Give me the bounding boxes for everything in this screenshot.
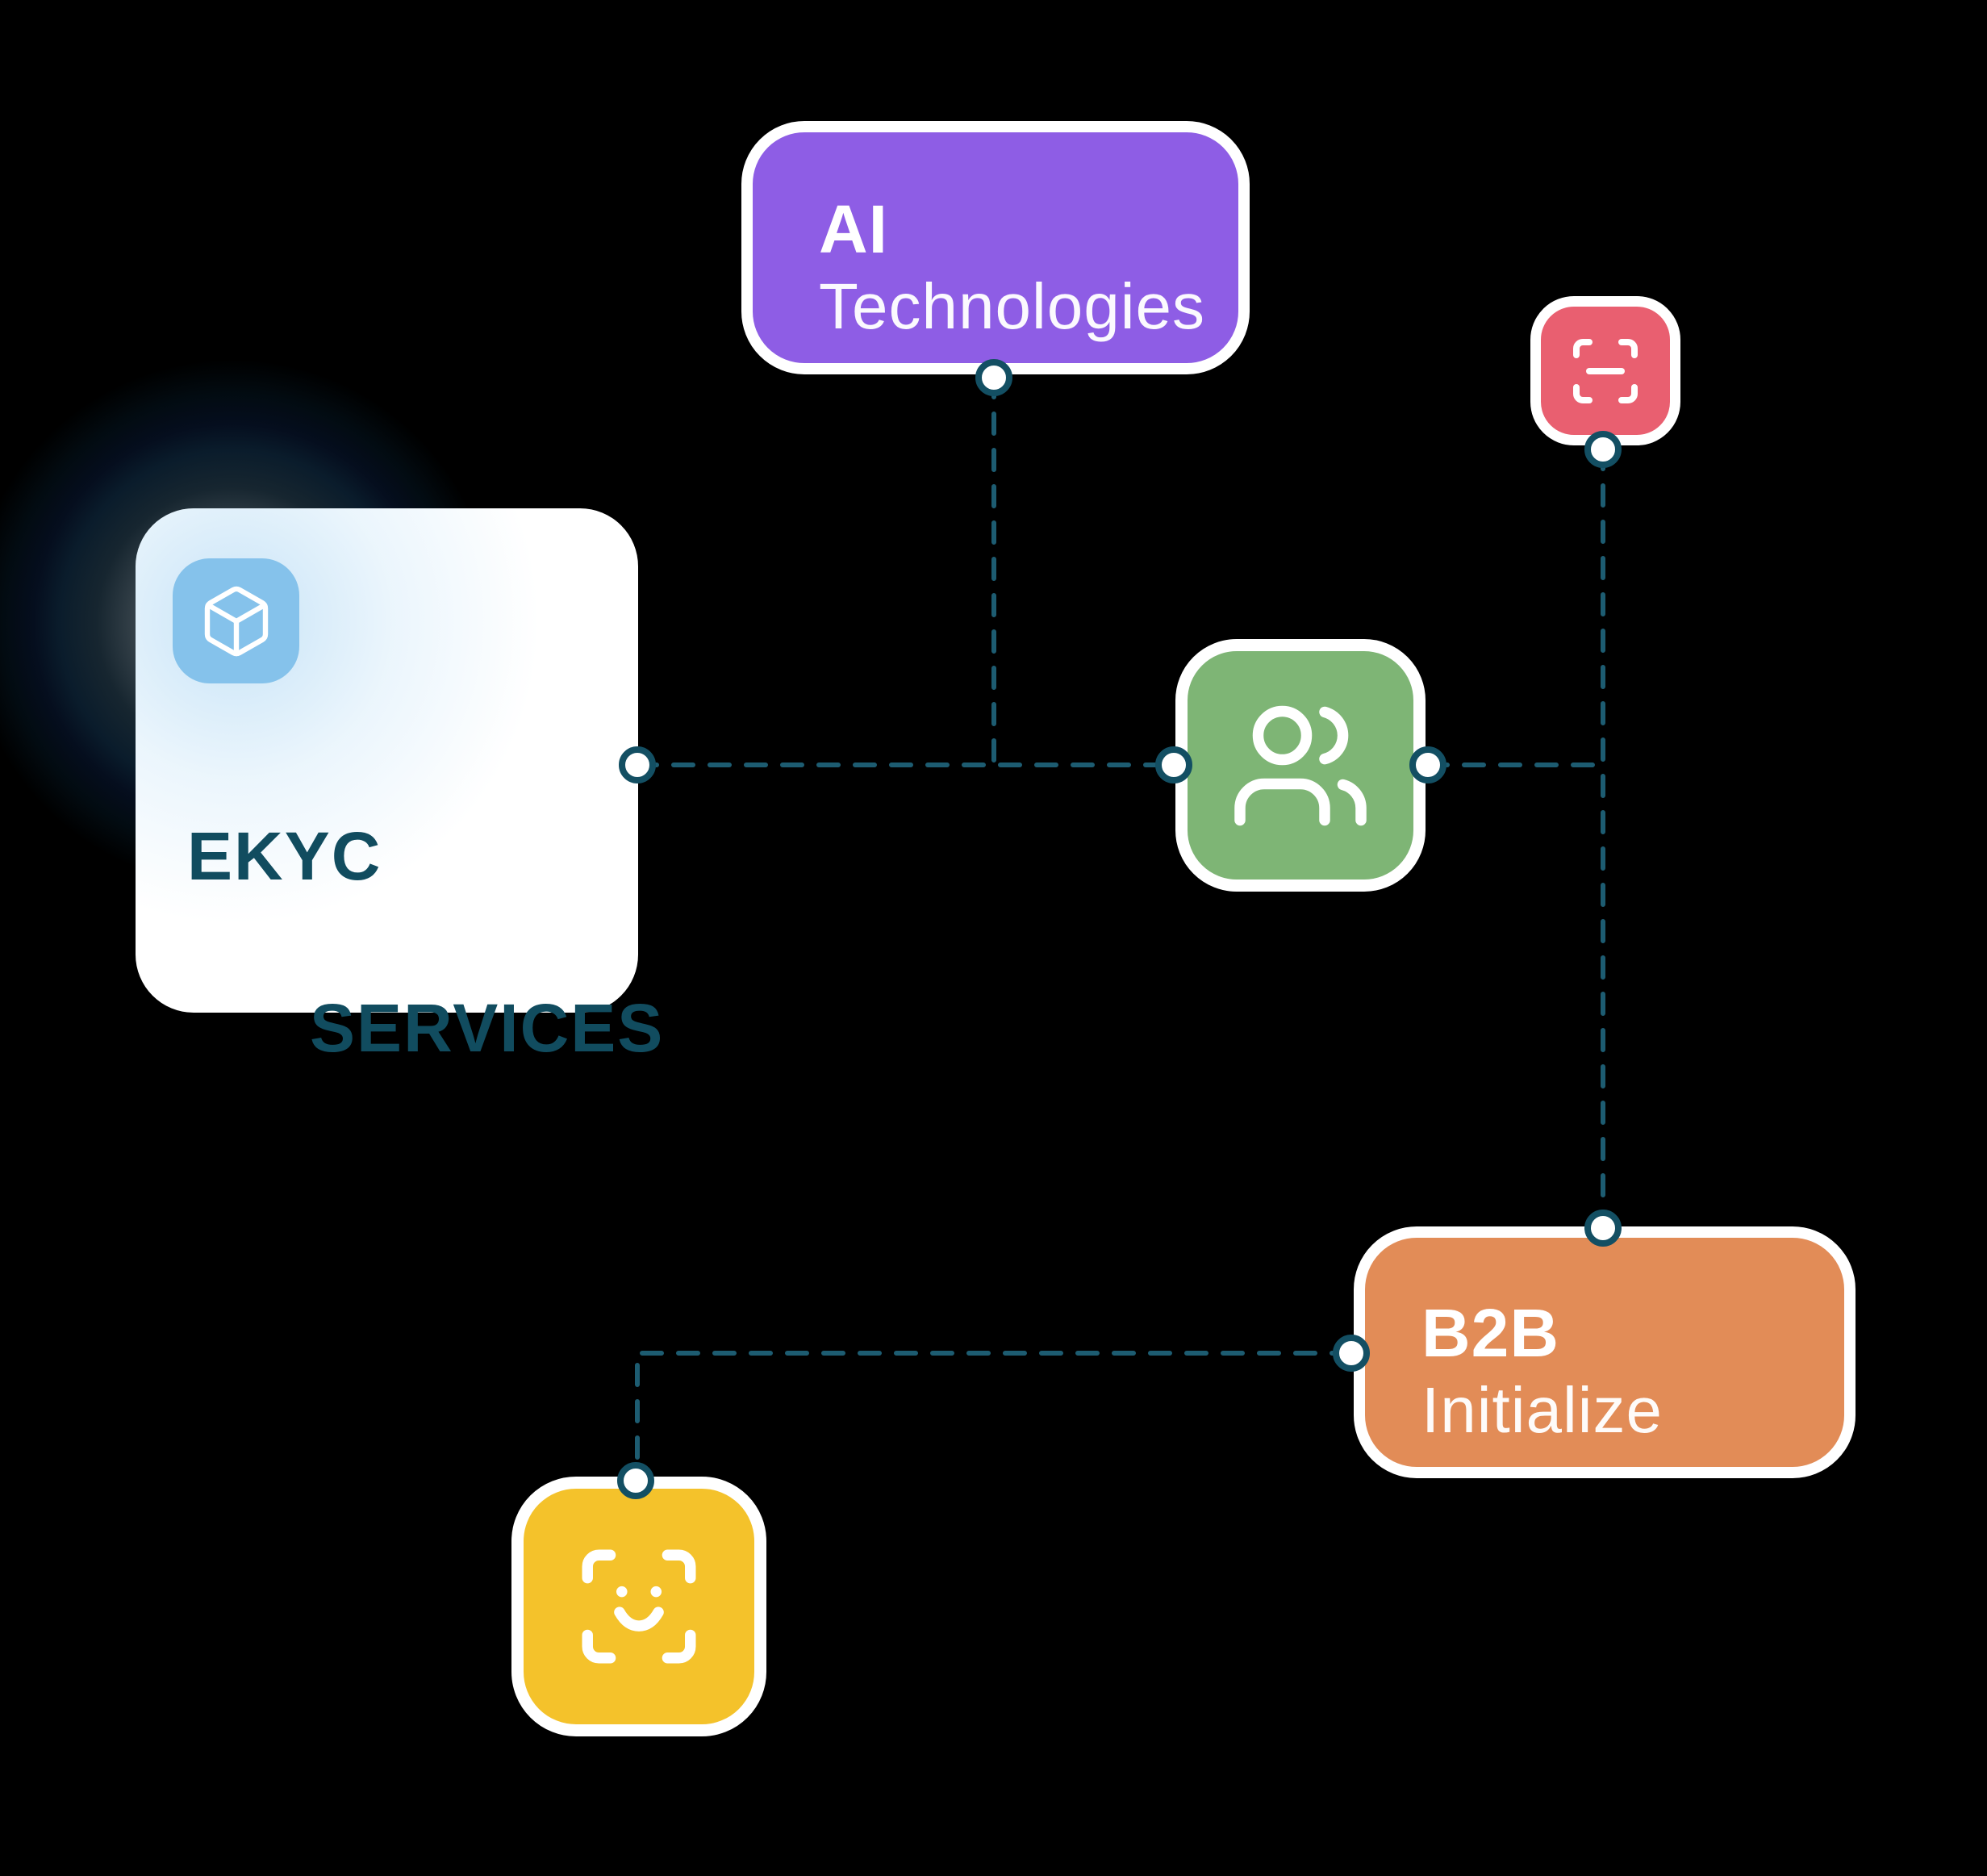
b2b-card-title: B2B bbox=[1421, 1295, 1560, 1371]
face-scan-icon bbox=[582, 1549, 696, 1664]
connector-dot-users-left bbox=[1155, 746, 1192, 783]
connector-dot-ai-bottom bbox=[975, 359, 1012, 396]
scan-node bbox=[1530, 296, 1680, 445]
ekyc-card-title: EKYC SERVICES bbox=[187, 813, 664, 1158]
connector-dot-face-top bbox=[617, 1462, 654, 1499]
cube-icon bbox=[204, 586, 268, 656]
face-scan-node bbox=[511, 1477, 766, 1736]
wire-b2b-to-face bbox=[635, 1351, 1354, 1483]
connector-dot-b2b-top bbox=[1584, 1210, 1622, 1247]
scan-line-icon bbox=[1573, 338, 1638, 403]
ekyc-title-line2: SERVICES bbox=[310, 990, 665, 1067]
b2b-initialize-card: B2B Initialize bbox=[1354, 1226, 1856, 1478]
users-icon bbox=[1234, 705, 1367, 825]
b2b-card-subtitle: Initialize bbox=[1421, 1374, 1663, 1446]
ai-technologies-card: AI Technologies bbox=[741, 121, 1250, 374]
connector-dot-scan-bottom bbox=[1584, 431, 1622, 468]
connector-dot-b2b-left bbox=[1333, 1335, 1370, 1372]
users-node bbox=[1175, 639, 1426, 892]
connector-dot-users-right bbox=[1409, 746, 1446, 783]
cube-icon-tile bbox=[173, 558, 299, 683]
ai-card-title: AI bbox=[819, 191, 888, 267]
ekyc-title-line1: EKYC bbox=[187, 818, 382, 894]
ekyc-card: EKYC SERVICES bbox=[136, 508, 662, 1066]
connector-dot-ekyc-right bbox=[619, 746, 656, 783]
ai-card-subtitle: Technologies bbox=[819, 270, 1205, 342]
